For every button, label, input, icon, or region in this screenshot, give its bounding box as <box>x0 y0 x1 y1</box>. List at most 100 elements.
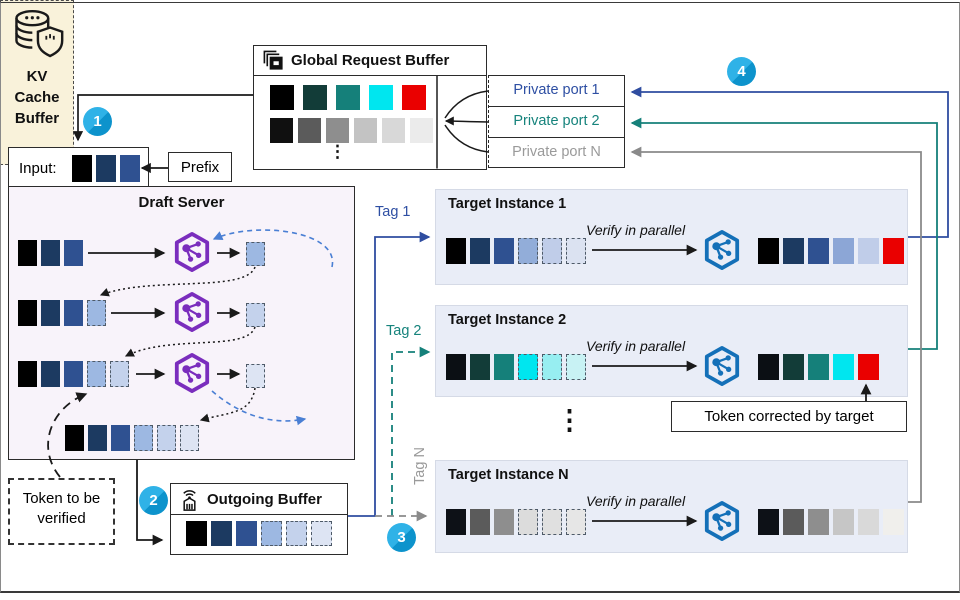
token <box>402 85 426 110</box>
token <box>883 509 904 535</box>
global-request-buffer-header: Global Request Buffer <box>254 46 486 76</box>
instance-2-output-tokens <box>758 354 879 380</box>
draft-model-icon <box>173 353 211 393</box>
outgoing-buffer-title: Outgoing Buffer <box>207 490 322 508</box>
token <box>120 155 140 182</box>
token <box>518 509 538 535</box>
token <box>18 361 37 387</box>
draft-row3-output <box>246 364 265 388</box>
kv-line3: Buffer <box>14 110 60 127</box>
token <box>88 425 107 451</box>
token <box>494 509 514 535</box>
token-corrected-label: Token corrected by target <box>704 408 874 425</box>
token <box>111 425 130 451</box>
token <box>64 240 83 266</box>
token <box>518 238 538 264</box>
token <box>65 425 84 451</box>
token <box>72 155 92 182</box>
token <box>566 509 586 535</box>
target-model-icon <box>703 501 741 541</box>
target-instance-1: Target Instance 1 Verify in parallel <box>435 189 908 285</box>
draft-row2-output <box>246 303 265 327</box>
token <box>446 354 466 380</box>
token <box>236 521 257 546</box>
input-label: Input: <box>19 159 57 177</box>
token <box>64 361 83 387</box>
token <box>369 85 393 110</box>
token <box>211 521 232 546</box>
global-request-buffer-title: Global Request Buffer <box>291 52 450 69</box>
token <box>41 300 60 326</box>
token <box>382 118 405 143</box>
ttv-line2: verified <box>37 510 86 528</box>
draft-row4-tokens <box>65 425 199 451</box>
token <box>808 509 829 535</box>
token <box>783 238 804 264</box>
instance-n-output-tokens <box>758 509 904 535</box>
draft-row3-input <box>18 361 129 387</box>
token <box>833 354 854 380</box>
token <box>858 354 879 380</box>
token <box>566 238 586 264</box>
token <box>808 354 829 380</box>
private-port-2: Private port 2 <box>489 107 624 138</box>
step-4-badge: 4 <box>727 57 756 86</box>
target-instance-2-title: Target Instance 2 <box>448 312 567 328</box>
draft-server-title: Draft Server <box>138 194 225 211</box>
kv-line2: Cache <box>14 89 60 106</box>
draft-row1-input <box>18 240 83 266</box>
token <box>542 354 562 380</box>
private-port-n: Private port N <box>512 144 601 160</box>
input-token-row <box>72 155 140 182</box>
draft-row1-output <box>246 242 265 266</box>
draft-model-icon <box>173 292 211 332</box>
target-instance-2: Target Instance 2 Verify in parallel <box>435 305 908 397</box>
private-ports: Private port 1 Private port 2 Private po… <box>488 75 625 168</box>
instances-ellipsis: ⋮ <box>556 405 583 435</box>
token <box>758 509 779 535</box>
token <box>41 240 60 266</box>
private-port-1: Private port 1 <box>489 76 624 107</box>
token <box>833 238 854 264</box>
database-shield-icon <box>9 7 65 65</box>
token <box>180 425 199 451</box>
target-instance-1-title: Target Instance 1 <box>448 196 567 212</box>
instance-1-verify-label: Verify in parallel <box>586 222 686 238</box>
target-model-icon <box>703 346 741 386</box>
kv-line1: KV <box>26 68 48 85</box>
token <box>261 521 282 546</box>
token <box>446 238 466 264</box>
grb-ellipsis: ⋮ <box>329 142 346 161</box>
step-2-badge: 2 <box>139 486 168 515</box>
token <box>518 354 538 380</box>
token-corrected-note: Token corrected by target <box>671 401 907 432</box>
token <box>470 238 490 264</box>
token <box>270 118 293 143</box>
token <box>64 300 83 326</box>
token <box>542 238 562 264</box>
broadcast-station-icon <box>178 488 201 511</box>
tag-n-label: Tag N <box>412 447 428 485</box>
token <box>134 425 153 451</box>
token <box>286 521 307 546</box>
token <box>186 521 207 546</box>
token <box>18 300 37 326</box>
token <box>783 354 804 380</box>
step-1-badge: 1 <box>83 107 112 136</box>
token <box>311 521 332 546</box>
token <box>246 303 265 327</box>
instance-1-draft-tokens <box>446 238 586 264</box>
token <box>270 85 294 110</box>
prefix-box: Prefix <box>168 152 232 182</box>
draft-model-icon <box>173 232 211 272</box>
instance-n-verify-label: Verify in parallel <box>586 493 686 509</box>
tag-2-label: Tag 2 <box>386 323 422 339</box>
token <box>303 85 327 110</box>
token <box>87 361 106 387</box>
token <box>87 300 106 326</box>
outgoing-token-row <box>186 521 332 546</box>
tag-1-label: Tag 1 <box>375 204 411 220</box>
grb-token-row-2 <box>270 118 433 143</box>
token <box>808 238 829 264</box>
target-model-icon <box>703 230 741 270</box>
